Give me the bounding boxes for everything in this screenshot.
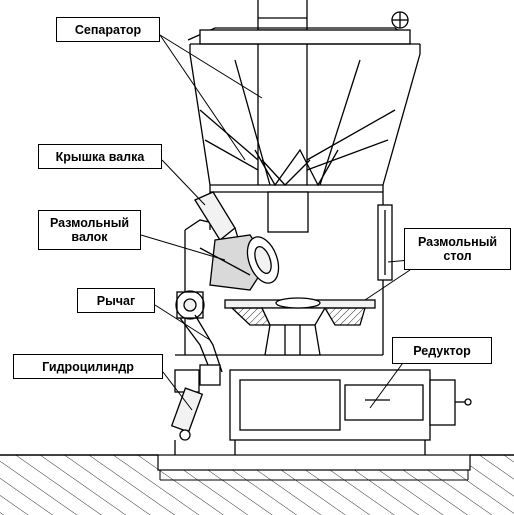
leader-lines [140,34,411,411]
hydraulic-cylinder [170,369,204,455]
grinding-table [224,297,376,356]
label-gearbox: Редуктор [392,337,492,364]
separator-housing [187,11,421,187]
label-separator: Сепаратор [56,17,160,42]
label-grinding-roller: Размольный валок [38,210,141,250]
roller-cover [194,191,236,241]
foundation [0,454,514,515]
label-grinding-table: Размольный стол [404,228,511,270]
gearbox [229,369,472,455]
label-roller-cover: Крышка валка [38,144,162,169]
grinding-roller [199,234,280,291]
label-lever: Рычаг [77,288,155,313]
lever-mechanism [175,290,223,386]
label-hydraulic-cylinder: Гидроцилиндр [13,354,163,379]
